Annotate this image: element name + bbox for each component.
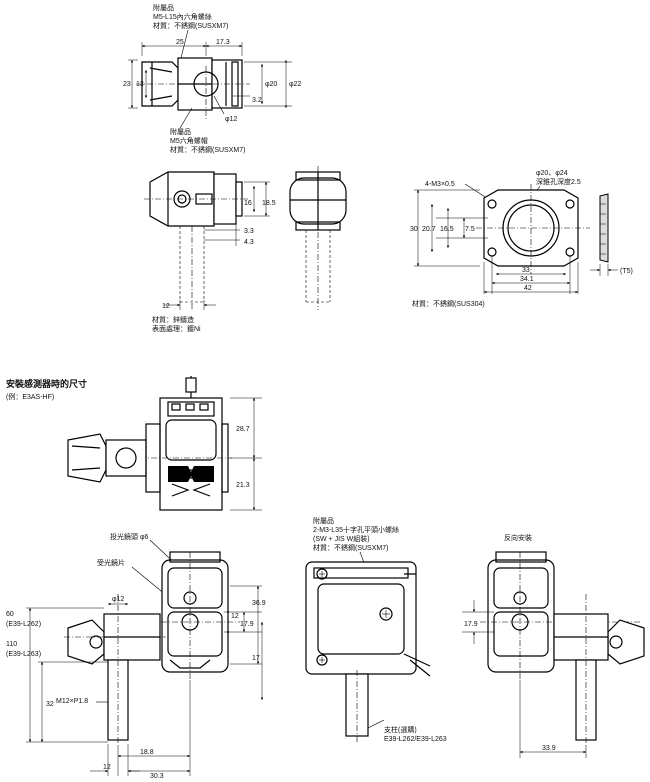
sensor-window-left [168, 466, 192, 482]
reverse-label: 反向安裝 [504, 533, 532, 542]
sensor-body [159, 397, 223, 511]
dim-phi12: φ12 [225, 116, 237, 123]
dim-23: 23 [123, 81, 131, 88]
note-accessory-hex-l15-1: 附屬品 [153, 3, 174, 12]
dim-17-9: 17.9 [240, 621, 254, 628]
view-front-mount: 投光鏡頭 φ6 受光鏡片 36.9 17.9 12 17 [6, 532, 266, 780]
dim-33-9: 33.9 [542, 745, 556, 752]
front-clamp [67, 619, 105, 665]
dim-28-7: 28.7 [236, 426, 250, 433]
height-e39-l262: (E39-L262) [6, 621, 41, 628]
dim-18-5: 18.5 [262, 200, 276, 207]
note-cross-screw-2: 2-M3-L35十字孔平頭小螺絲 [313, 525, 399, 534]
dim-3-3: 3.3 [244, 228, 254, 235]
dim-phi12-front: φ12 [112, 596, 124, 603]
dim-12-side: 12 [162, 303, 170, 310]
dim-3-2: 3.2 [252, 97, 262, 104]
dim-25: 25 [176, 39, 184, 46]
view-clamp-side: 16 18.5 3.3 4.3 12 材質：鋅鑄造 表面處理：鍍Ni [144, 171, 276, 333]
note-accessory-hex-nut-2: M5六角螺帽 [170, 136, 208, 145]
mount-subtitle: (例：E3AS-HF) [6, 392, 54, 401]
plate-t5: (T5) [620, 268, 633, 275]
note-accessory-hex-nut-3: 材質：不銹鋼(SUSXM7) [170, 145, 245, 154]
mount-title: 安裝感測器時的尺寸 [6, 378, 87, 389]
dim-16: 16 [244, 200, 252, 207]
dim-16-5: 16.5 [440, 226, 454, 233]
plate-callout-bore-2: 深錐孔深度2.5 [536, 177, 581, 186]
dim-17: 17 [252, 655, 260, 662]
dim-12-bottom: 12 [103, 764, 111, 771]
view-mounting-plate: 4-M3×0.5 φ20、φ24 深錐孔深度2.5 (T5) 30 20.7 1… [410, 170, 633, 308]
view-clamp-top: 附屬品 M5-L15內六角螺絲 材質：不銹鋼(SUSXM7) 25 17.3 2… [123, 3, 301, 154]
note-material-sus304: 材質：不銹鋼(SUS304) [412, 299, 485, 308]
height-60: 60 [6, 611, 14, 618]
post-label-1: 支柱(選購) [384, 725, 417, 734]
note-accessory-hex-l15-2: M5-L15內六角螺絲 [153, 12, 212, 21]
note-material-zinc-1: 材質：鋅鑄造 [152, 315, 194, 324]
note-accessory-hex-nut-1: 附屬品 [170, 127, 191, 136]
receiver-label: 受光鏡片 [97, 558, 125, 567]
sensor-window-right [190, 466, 214, 482]
dim-7-5: 7.5 [465, 226, 475, 233]
dim-30: 30 [410, 226, 418, 233]
view-side-mount: 附屬品 2-M3-L35十字孔平頭小螺絲 (SW + JIS W組裝) 材質：不… [305, 516, 447, 744]
note-material-zinc-2: 表面處理：鍍Ni [152, 324, 201, 333]
plate-callout-bore-1: φ20、φ24 [536, 170, 568, 177]
dim-42: 42 [524, 285, 532, 292]
dim-32: 32 [46, 701, 54, 708]
dim-21-3: 21.3 [236, 482, 250, 489]
note-cross-screw-1: 附屬品 [313, 516, 334, 525]
note-cross-screw-3: (SW + JIS W組裝) [313, 534, 370, 543]
dim-13: 13 [136, 81, 144, 88]
reverse-clamp [607, 619, 645, 665]
dim-36-9: 36.9 [252, 600, 266, 607]
dim-12-front: 12 [231, 613, 239, 620]
thread-label: M12×P1.8 [56, 698, 88, 705]
dim-30-3: 30.3 [150, 773, 164, 780]
section-mount: 安裝感測器時的尺寸 (例：E3AS-HF) 28.7 21.3 [6, 376, 262, 511]
height-e39-l263: (E39-L263) [6, 651, 41, 658]
dim-33: 33 [522, 267, 530, 274]
note-cross-screw-4: 材質：不銹鋼(SUSXM7) [313, 543, 388, 552]
mount-clamp [67, 433, 107, 483]
dim-20-7: 20.7 [422, 226, 436, 233]
view-clamp-front [289, 166, 347, 310]
note-accessory-hex-l15-3: 材質：不銹鋼(SUSXM7) [153, 21, 228, 30]
dim-34-1: 34.1 [520, 276, 534, 283]
plate-edge [599, 193, 609, 263]
dim-17-9-reverse: 17.9 [464, 621, 478, 628]
dim-17-3: 17.3 [216, 39, 230, 46]
dim-4-3: 4.3 [244, 239, 254, 246]
dim-18-8: 18.8 [140, 749, 154, 756]
dim-phi22: φ22 [289, 81, 301, 88]
dim-phi20: φ20 [265, 81, 277, 88]
view-reverse-mount: 反向安裝 17.9 33.9 [462, 533, 645, 758]
height-110: 110 [6, 641, 17, 648]
emitter-label: 投光鏡頭 φ6 [110, 532, 148, 541]
post-label-2: E39-L262/E39-L263 [384, 736, 447, 743]
plate-callout-holes: 4-M3×0.5 [425, 181, 455, 188]
